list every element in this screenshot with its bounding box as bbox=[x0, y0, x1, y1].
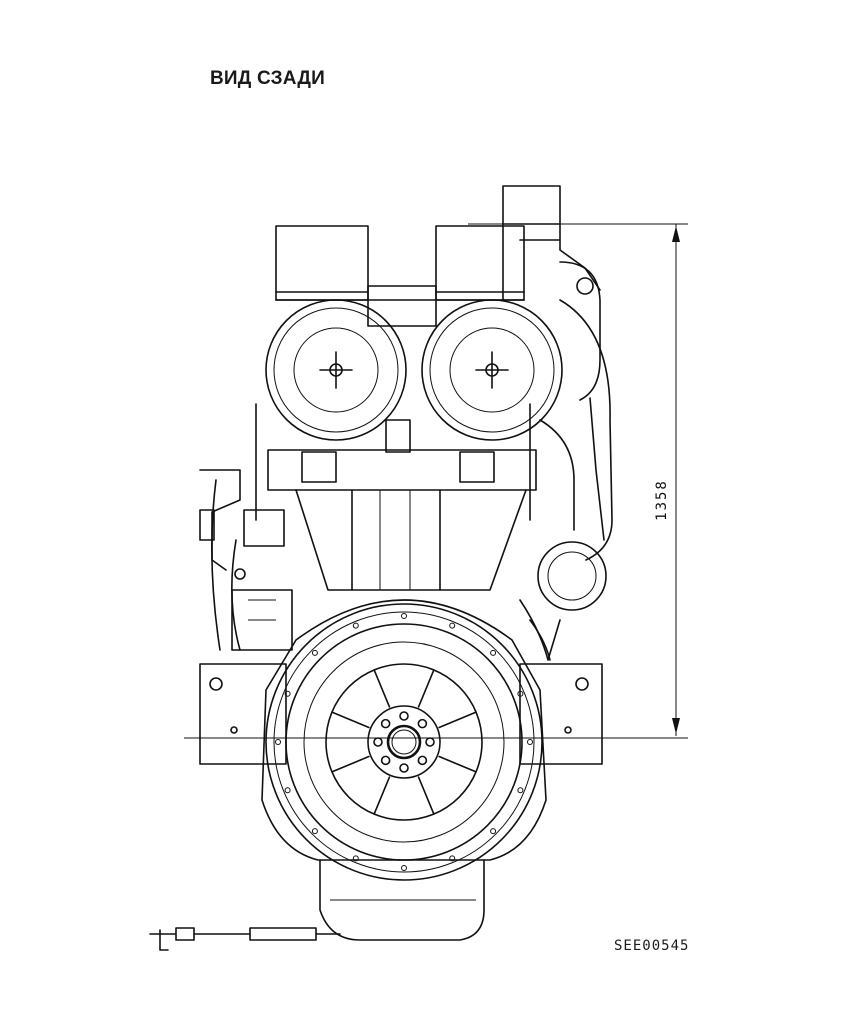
hub-bolt bbox=[373, 737, 383, 747]
rim-bolt bbox=[401, 865, 407, 871]
rim-bolt bbox=[352, 622, 359, 629]
view-title: ВИД СЗАДИ bbox=[210, 68, 325, 89]
flywheel-spoke bbox=[373, 669, 391, 708]
flywheel-spoke bbox=[331, 755, 370, 773]
rim-bolt bbox=[490, 649, 497, 656]
flywheel-spoke bbox=[331, 711, 370, 729]
flywheel-spoke bbox=[417, 669, 435, 708]
rim-bolt bbox=[284, 690, 291, 697]
flywheel bbox=[275, 613, 533, 871]
engine-mount-left bbox=[199, 663, 287, 765]
hub-bolt bbox=[380, 718, 391, 729]
hub-bolt bbox=[417, 755, 428, 766]
rim-bolt bbox=[490, 828, 497, 835]
rim-bolt bbox=[517, 787, 524, 794]
hub-bolt bbox=[399, 711, 409, 721]
rim-bolt bbox=[311, 828, 318, 835]
turbocharger-right bbox=[421, 299, 563, 441]
rim-bolt bbox=[449, 855, 456, 862]
hub-bolt bbox=[380, 755, 391, 766]
drawing-code: SEE00545 bbox=[614, 938, 690, 954]
hub-bolt bbox=[399, 763, 409, 773]
rim-bolt bbox=[527, 739, 533, 745]
flywheel-spoke bbox=[438, 711, 477, 729]
turbocharger-left bbox=[265, 299, 407, 441]
hub-bolt bbox=[417, 718, 428, 729]
oil-pan bbox=[319, 859, 485, 941]
rim-bolt bbox=[401, 613, 407, 619]
height-dimension-label: 1358 bbox=[654, 479, 670, 521]
left-accessories bbox=[199, 469, 293, 651]
exhaust-stack bbox=[502, 185, 601, 401]
engine-mount-right bbox=[519, 663, 603, 765]
rim-bolt bbox=[517, 690, 524, 697]
exhaust-elbow-pipe bbox=[537, 299, 613, 611]
hub-bolt bbox=[425, 737, 435, 747]
intake-manifold bbox=[255, 403, 537, 591]
rim-bolt bbox=[275, 739, 281, 745]
flywheel-spoke bbox=[438, 755, 477, 773]
rim-bolt bbox=[352, 855, 359, 862]
sensor-cable bbox=[149, 927, 341, 951]
height-dimension: 1358 bbox=[184, 223, 688, 739]
flywheel-spoke bbox=[373, 776, 391, 815]
rim-bolt bbox=[449, 622, 456, 629]
right-hose bbox=[519, 599, 561, 661]
flywheel-housing bbox=[261, 599, 547, 881]
rim-bolt bbox=[284, 787, 291, 794]
rim-bolt bbox=[311, 649, 318, 656]
flywheel-spoke bbox=[417, 776, 435, 815]
air-cleaner-housings bbox=[275, 225, 525, 327]
